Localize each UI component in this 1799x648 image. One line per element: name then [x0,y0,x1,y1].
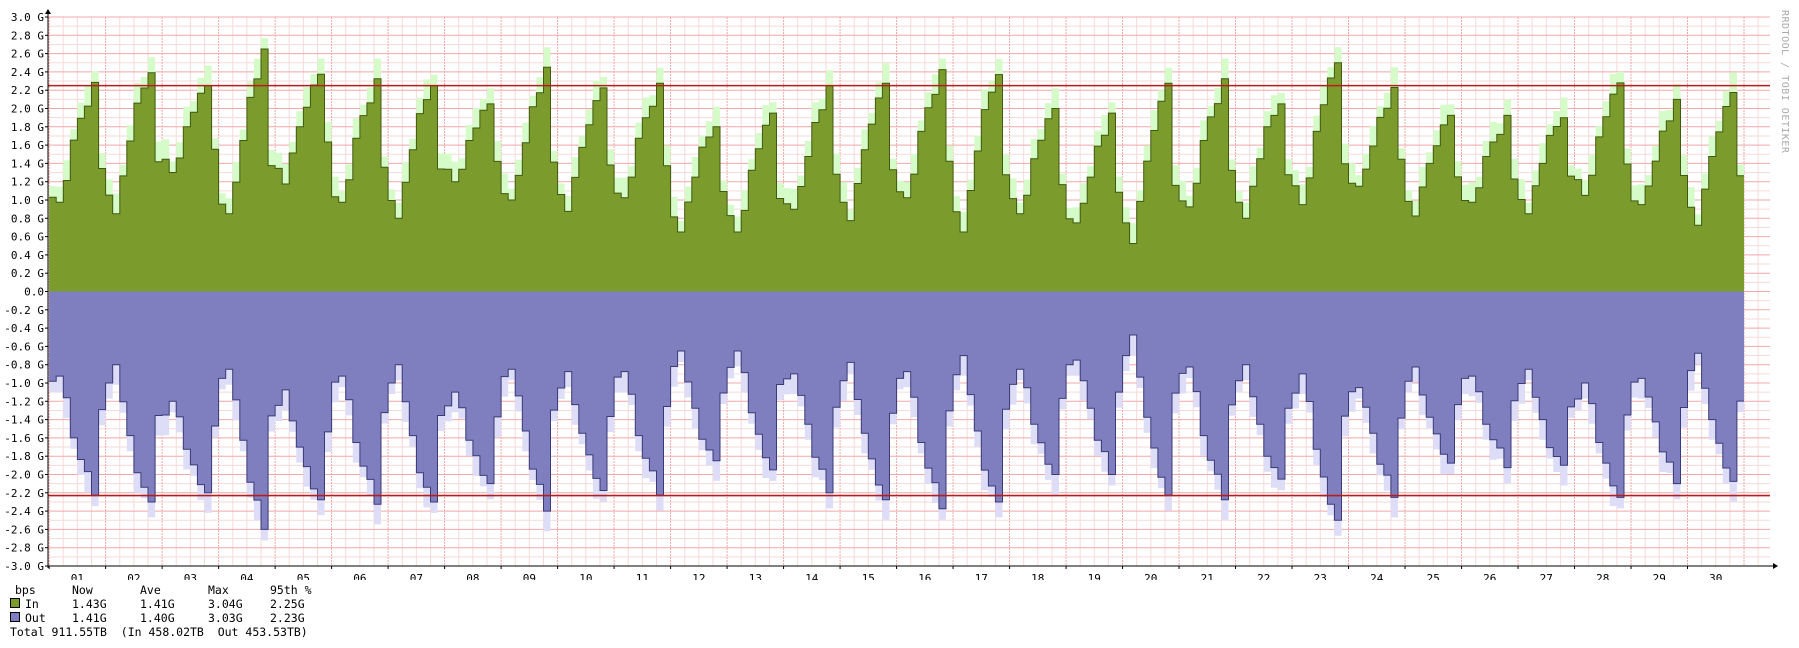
x-tick-label: 24 [1370,572,1384,580]
x-axis-arrow [1773,563,1778,569]
legend-name-in: In [25,597,39,611]
y-tick-label: 0.6 G [11,231,44,244]
watermark-text: RRDTOOL / TOBI OETIKER [1779,10,1790,154]
legend-out-ave: 1.40G [140,611,175,625]
x-tick-label: 29 [1653,572,1666,580]
legend-header-ave: Ave [140,583,161,597]
x-tick-label: 08 [466,572,479,580]
y-tick-label: -1.8 G [4,450,44,463]
x-tick-label: 21 [1201,572,1214,580]
y-tick-label: -0.2 G [4,304,44,317]
x-tick-label: 14 [805,572,819,580]
y-tick-label: 1.2 G [11,176,44,189]
y-tick-label: 1.6 G [11,139,44,152]
legend-header-unit: bps [15,583,36,597]
legend-in-now: 1.43G [72,597,107,611]
y-tick-label: 2.6 G [11,48,44,61]
x-tick-label: 02 [127,572,140,580]
x-tick-label: 06 [353,572,366,580]
y-tick-label: 0.0 [24,286,44,299]
y-tick-label: -1.4 G [4,414,44,427]
y-tick-label: 1.0 G [11,194,44,207]
legend-in-ave: 1.41G [140,597,175,611]
y-tick-label: -2.2 G [4,487,44,500]
y-tick-label: -0.4 G [4,322,44,335]
legend-swatch-in [10,598,20,608]
y-tick-label: 2.0 G [11,103,44,116]
legend-out-max: 3.03G [208,611,243,625]
legend-total-row: Total 911.55TB (In 458.02TB Out 453.53TB… [10,625,330,639]
legend-total: Total 911.55TB (In 458.02TB Out 453.53TB… [10,625,308,639]
x-tick-label: 01 [71,572,84,580]
y-tick-label: -1.6 G [4,432,44,445]
x-tick-label: 07 [410,572,423,580]
x-tick-label: 04 [240,572,254,580]
y-tick-label: 0.2 G [11,267,44,280]
x-tick-label: 03 [184,572,197,580]
y-tick-label: -3.0 G [4,560,44,573]
legend: bps Now Ave Max 95th % In 1.43G 1.41G 3.… [10,583,330,639]
x-tick-label: 16 [918,572,931,580]
legend-name-out: Out [25,611,46,625]
legend-out-now: 1.41G [72,611,107,625]
legend-label-out: Out [10,611,72,625]
x-tick-label: 18 [1031,572,1044,580]
legend-in-max: 3.04G [208,597,243,611]
y-axis-arrow [45,9,51,14]
legend-row-out: Out 1.41G 1.40G 3.03G 2.23G [10,611,330,625]
x-axis-labels: 01 02 03 04 05 06 07 08 09 10 11 12 13 14 15 16 17 18 19 20… [48,566,1722,580]
x-tick-label: 19 [1088,572,1101,580]
x-tick-label: 05 [297,572,310,580]
x-tick-label: 22 [1257,572,1270,580]
x-tick-label: 23 [1314,572,1327,580]
x-tick-label: 11 [636,572,649,580]
legend-swatch-out [10,612,20,622]
x-tick-label: 09 [523,572,536,580]
series-layer [49,38,1745,541]
y-tick-label: 1.8 G [11,121,44,134]
legend-header-row: bps Now Ave Max 95th % [10,583,330,597]
legend-out-p95: 2.23G [270,611,305,625]
x-tick-label: 26 [1483,572,1496,580]
y-tick-label: -2.4 G [4,505,44,518]
x-tick-label: 12 [692,572,705,580]
y-tick-label: 2.4 G [11,66,44,79]
x-tick-label: 20 [1144,572,1157,580]
y-tick-label: 0.4 G [11,249,44,262]
y-tick-label: 3.0 G [11,11,44,24]
y-tick-label: 1.4 G [11,157,44,170]
y-tick-label: -0.8 G [4,359,44,372]
y-tick-label: 0.8 G [11,212,44,225]
legend-header-now: Now [72,583,93,597]
legend-label-in: In [10,597,72,611]
y-tick-label: -0.6 G [4,340,44,353]
y-tick-label: -1.0 G [4,377,44,390]
series-in-line [49,48,1744,244]
y-tick-label: 2.8 G [11,29,44,42]
x-tick-label: 13 [749,572,762,580]
legend-row-in: In 1.43G 1.41G 3.04G 2.25G [10,597,330,611]
percentile-lines [48,84,1770,497]
x-tick-label: 15 [862,572,875,580]
x-tick-label: 10 [579,572,592,580]
axes [45,9,1778,569]
x-tick-label: 28 [1596,572,1609,580]
y-tick-label: 2.2 G [11,84,44,97]
y-tick-label: -2.0 G [4,469,44,482]
traffic-chart: 3.0 G 2.8 G 2.6 G 2.4 G 2.2 G 2.0 G 1.8 G 1.6 G… [4,9,1790,580]
series-out-line [49,334,1744,530]
x-tick-label: 30 [1709,572,1722,580]
legend-header-p95: 95th % [270,583,312,597]
y-tick-label: -1.2 G [4,395,44,408]
legend-header-max: Max [208,583,229,597]
y-axis-labels: 3.0 G 2.8 G 2.6 G 2.4 G 2.2 G 2.0 G 1.8 G 1.6 G… [4,11,48,573]
legend-in-p95: 2.25G [270,597,305,611]
x-tick-label: 17 [975,572,988,580]
x-tick-label: 27 [1540,572,1553,580]
x-tick-label: 25 [1427,572,1440,580]
y-tick-label: -2.6 G [4,523,44,536]
y-tick-label: -2.8 G [4,542,44,555]
